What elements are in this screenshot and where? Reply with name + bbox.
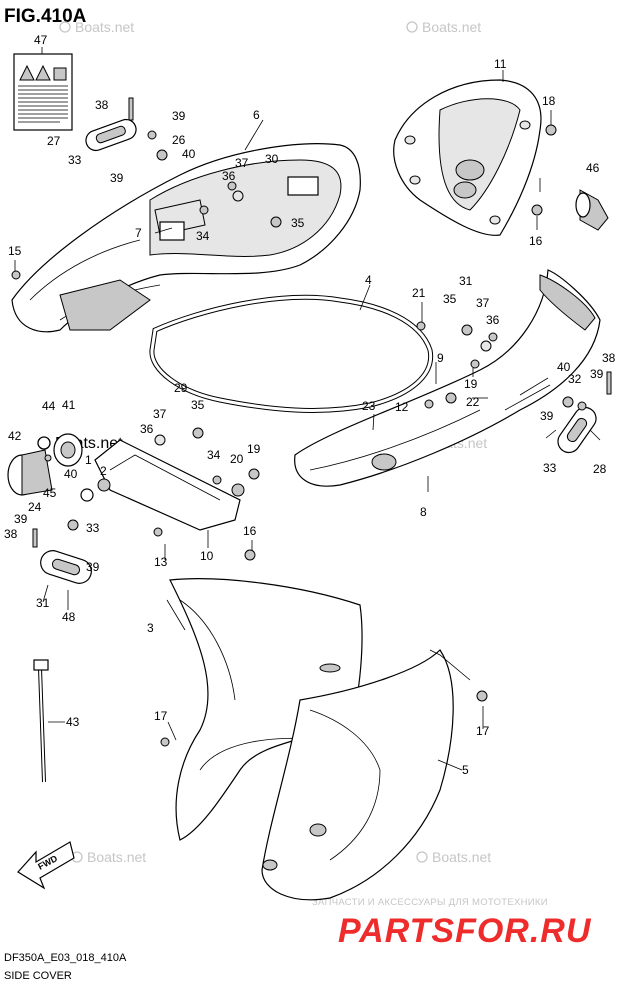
- side-cover-lower-8: [294, 269, 601, 487]
- grommet-41: [53, 433, 83, 467]
- watermark-brand: PARTSFOR.RU: [338, 912, 592, 950]
- callout-16: 16: [243, 524, 257, 538]
- callout-29: 30: [265, 152, 279, 166]
- callout-27: 28: [593, 462, 607, 476]
- callout-33: 33: [86, 521, 100, 535]
- handle-31: [40, 550, 92, 584]
- watermark-site: Boats.net: [432, 849, 491, 865]
- callout-9: 9: [437, 351, 444, 365]
- watermark-site: Boats.net: [75, 19, 134, 35]
- callout-42: 43: [66, 715, 80, 729]
- callout-37: 37: [476, 296, 490, 310]
- seal-4: [149, 294, 434, 413]
- callout-40: 40: [64, 467, 78, 481]
- callout-31: 31: [36, 596, 50, 610]
- callout-37: 37: [153, 407, 167, 421]
- callout-34: 34: [207, 448, 221, 462]
- watermark-shop-line: ЗАПЧАСТИ И АКСЕССУАРЫ ДЛЯ МОТОТЕХНИКИ: [312, 897, 548, 908]
- callout-7: 7: [135, 226, 142, 240]
- callout-35: 35: [291, 216, 305, 230]
- callout-11: 11: [494, 57, 507, 71]
- callout-28: 29: [174, 381, 188, 395]
- copyright-icon: [37, 436, 51, 450]
- callout-1: 1: [85, 453, 92, 467]
- plug-46: [575, 189, 609, 231]
- side-cover-upper-6: [11, 143, 361, 333]
- callout-30: 31: [459, 274, 473, 288]
- footer-code: DF350A_E03_018_410A: [4, 952, 127, 964]
- callout-33: 33: [68, 153, 82, 167]
- callout-5: 5: [462, 763, 469, 777]
- callout-15: 16: [529, 234, 543, 248]
- callout-39: 39: [172, 109, 186, 123]
- lower-cover-5: [261, 649, 454, 901]
- callout-38: 38: [95, 98, 109, 112]
- callout-48: 48: [62, 610, 76, 624]
- copyright-icon: [406, 21, 418, 33]
- callout-37: 37: [235, 156, 249, 170]
- callout-22: 21: [412, 286, 426, 300]
- callout-39: 39: [110, 171, 124, 185]
- callout-24: 24: [28, 500, 42, 514]
- callout-34: 34: [196, 229, 210, 243]
- callout-12: 12: [395, 400, 409, 414]
- callout-18: 18: [542, 94, 556, 108]
- callout-39: 39: [14, 512, 28, 526]
- callout-35: 35: [443, 292, 457, 306]
- callout-41: 41: [62, 398, 76, 412]
- callout-46: 46: [586, 161, 600, 175]
- callout-8: 8: [420, 505, 427, 519]
- callout-23: 23: [362, 399, 376, 413]
- leader-lines: [14, 47, 601, 771]
- callout-4: 4: [365, 273, 372, 287]
- callout-40: 40: [557, 360, 571, 374]
- callout-44: 44: [42, 399, 56, 413]
- tie-band-42: [33, 659, 49, 783]
- callout-38: 38: [602, 351, 616, 365]
- callout-36: 36: [486, 313, 500, 327]
- fwd-arrow: FWD: [17, 841, 75, 890]
- watermark-site: Boats.net: [422, 19, 481, 35]
- callout-16: 17: [476, 724, 490, 738]
- watermark-site: Boats.net: [87, 849, 146, 865]
- callout-32: 32: [568, 372, 582, 386]
- top-cover-11: [393, 79, 542, 236]
- warning-label-47: [13, 53, 73, 131]
- hardware-bolts: [11, 97, 612, 747]
- boot-43: [7, 449, 53, 496]
- callout-43: 42: [8, 429, 22, 443]
- callout-3: 3: [147, 621, 154, 635]
- footer-name: SIDE COVER: [4, 970, 72, 982]
- callout-39: 39: [86, 560, 100, 574]
- callout-47: 47: [34, 33, 48, 47]
- copyright-icon: [59, 21, 71, 33]
- callout-labels: 47 11 38 39 6 18 27 26 40 33 37 30 36 46…: [4, 33, 616, 777]
- callout-20: 20: [230, 452, 244, 466]
- callout-39: 39: [540, 409, 554, 423]
- callout-2: 2: [100, 464, 107, 478]
- callout-21: 22: [466, 395, 480, 409]
- callout-45: 45: [43, 486, 57, 500]
- callout-25: 26: [172, 133, 186, 147]
- callout-35: 35: [191, 398, 205, 412]
- callout-39: 39: [590, 367, 604, 381]
- callout-19: 19: [247, 442, 261, 456]
- callout-10: 10: [200, 549, 214, 563]
- callout-13: 13: [154, 555, 168, 569]
- callout-40: 40: [182, 147, 196, 161]
- callout-14: 15: [8, 244, 22, 258]
- callout-36: 36: [222, 169, 236, 183]
- bracket-10: [94, 439, 241, 531]
- copyright-icon: [416, 851, 428, 863]
- handle-26: [85, 118, 137, 152]
- handle-27: [557, 406, 597, 454]
- callout-26: 27: [47, 134, 61, 148]
- callout-6: 6: [253, 108, 260, 122]
- callout-17: 17: [154, 709, 168, 723]
- callout-36: 36: [140, 422, 154, 436]
- callout-38: 38: [4, 527, 18, 541]
- callout-19: 19: [464, 377, 478, 391]
- callout-33: 33: [543, 461, 557, 475]
